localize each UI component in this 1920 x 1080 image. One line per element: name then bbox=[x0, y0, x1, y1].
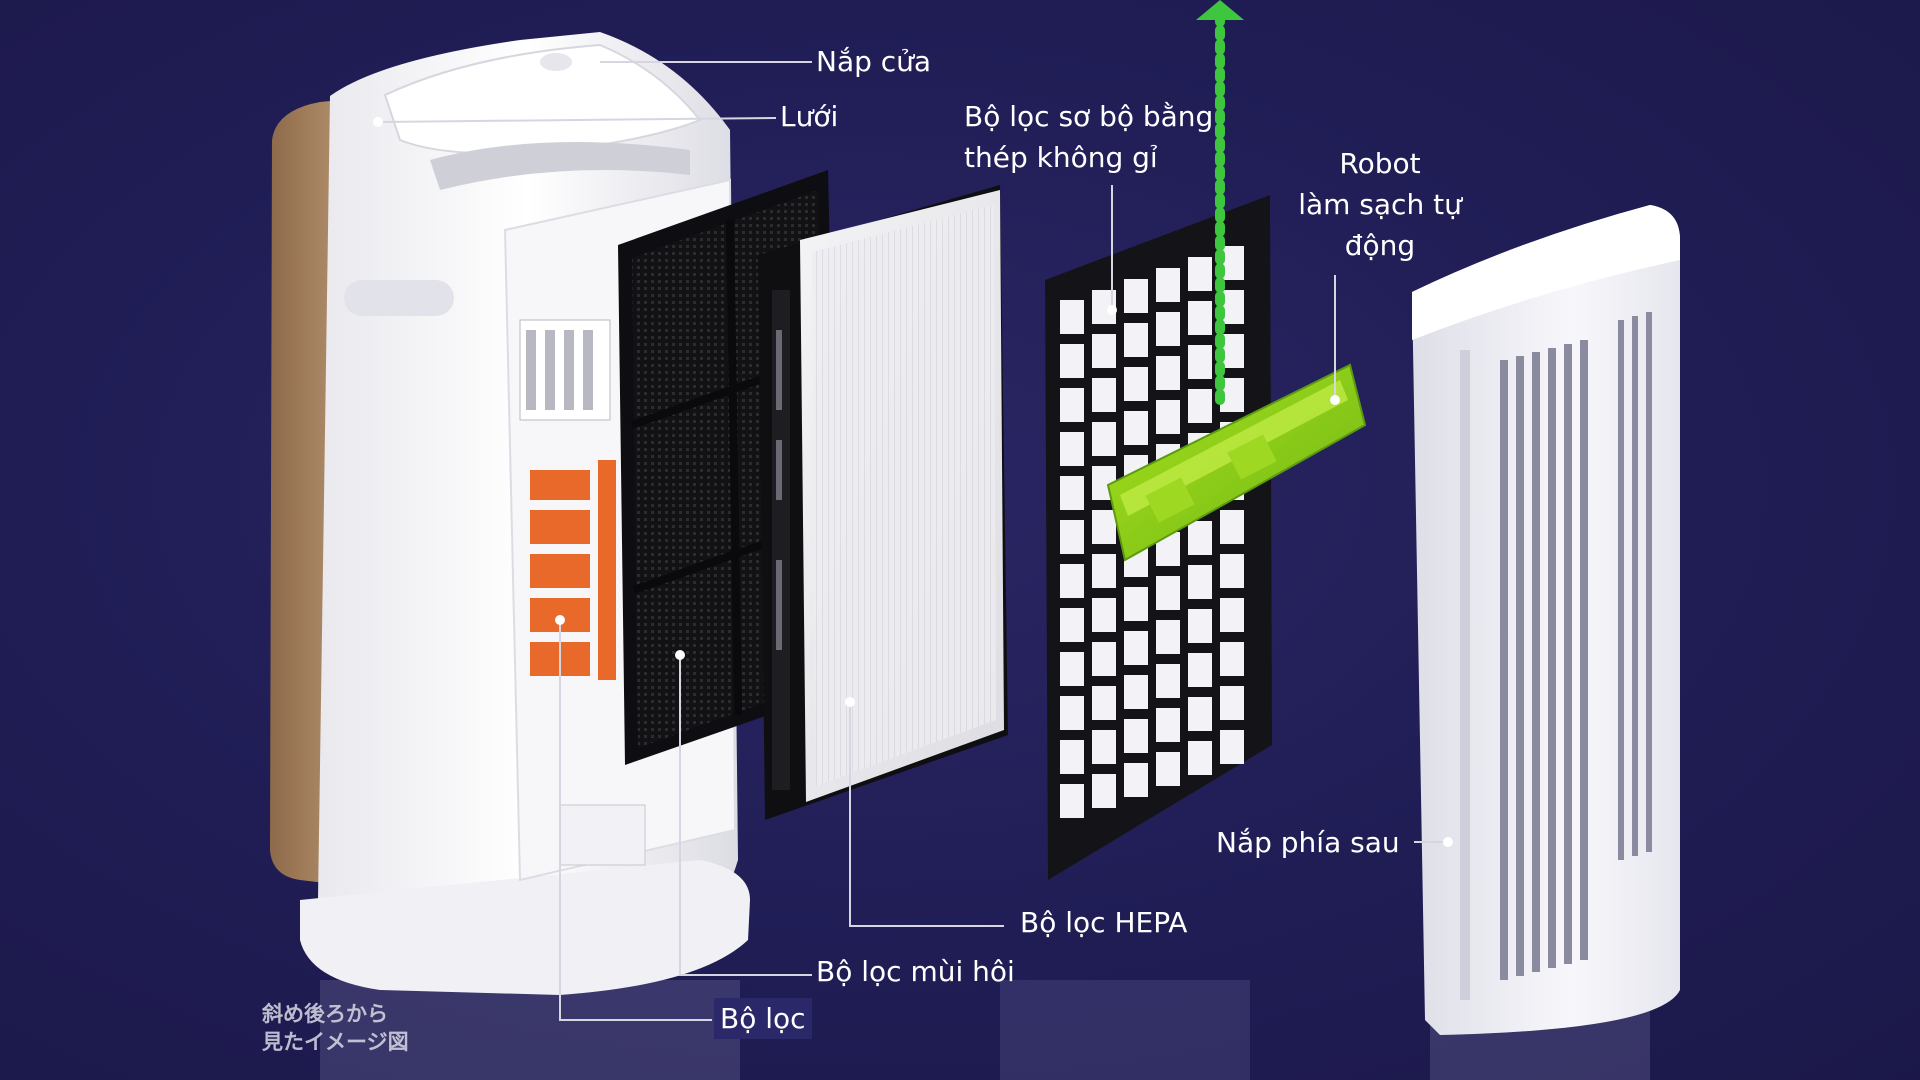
label-hepa-filter: Bộ lọc HEPA bbox=[1020, 906, 1188, 939]
label-stainless-prefilter-line1: Bộ lọc sơ bộ bằng bbox=[964, 100, 1214, 133]
label-cleaning-robot-line1: Robot bbox=[1339, 147, 1421, 180]
deodorizer-orange-blocks bbox=[530, 460, 616, 680]
label-cleaning-robot: Robot làm sạch tự động bbox=[1290, 143, 1470, 266]
body-label-panels bbox=[519, 319, 646, 866]
label-filter: Bộ lọc bbox=[714, 998, 812, 1039]
cleaning-robot bbox=[1106, 363, 1367, 562]
label-cleaning-robot-line2: làm sạch tự bbox=[1298, 188, 1462, 221]
leader-lines bbox=[377, 61, 1448, 1021]
label-stainless-prefilter: Bộ lọc sơ bộ bằng thép không gỉ bbox=[964, 96, 1213, 178]
label-door-cover: Nắp cửa bbox=[816, 45, 932, 78]
label-cleaning-robot-line3: động bbox=[1344, 229, 1416, 262]
rear-cover bbox=[1412, 205, 1680, 1035]
airflow-arrow bbox=[1196, 0, 1244, 405]
japanese-caption-line2: 見たイメージ図 bbox=[262, 1030, 409, 1054]
label-odor-filter: Bộ lọc mùi hôi bbox=[816, 955, 1015, 988]
rear-cover-slots bbox=[1500, 312, 1652, 980]
japanese-caption: 斜め後ろから 見たイメージ図 bbox=[262, 1000, 409, 1056]
leader-dots bbox=[373, 117, 1453, 847]
label-stainless-prefilter-line2: thép không gỉ bbox=[964, 141, 1158, 174]
label-rear-cover: Nắp phía sau bbox=[1216, 826, 1400, 859]
hepa-filter bbox=[758, 185, 1008, 820]
japanese-caption-line1: 斜め後ろから bbox=[262, 1002, 388, 1026]
floor-reflection bbox=[320, 980, 1650, 1080]
label-mesh: Lưới bbox=[780, 100, 839, 133]
